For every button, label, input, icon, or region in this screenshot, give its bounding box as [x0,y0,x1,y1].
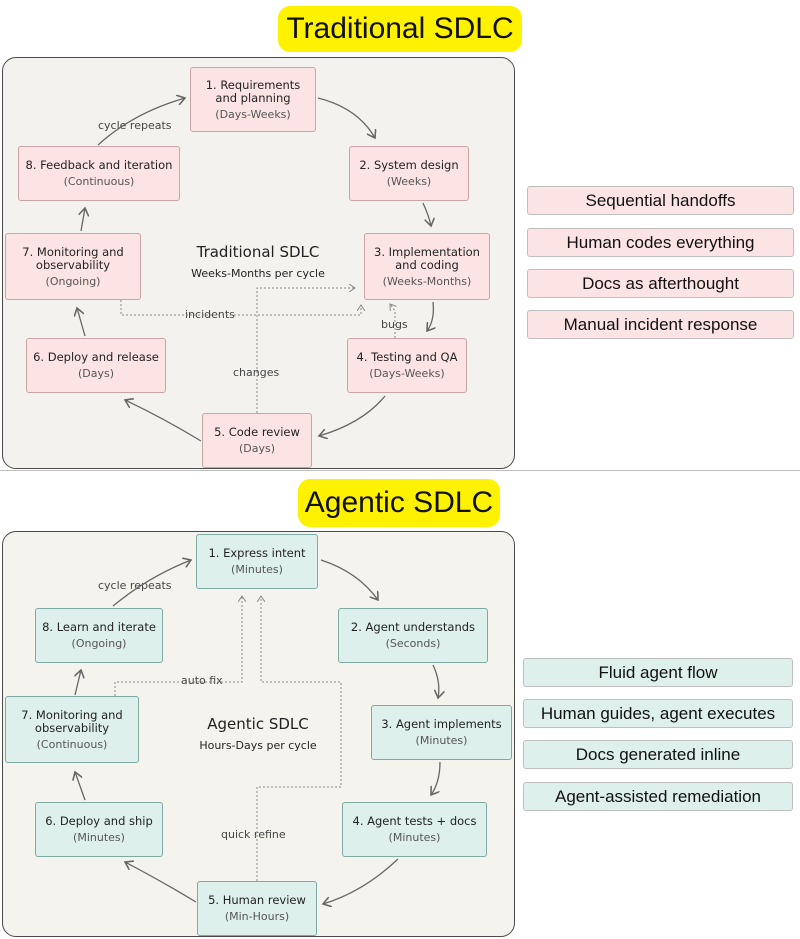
node-duration: (Minutes) [415,734,468,747]
agentic-diagram-panel: 1. Express intent (Minutes) 2. Agent und… [2,531,515,937]
node-title: 6. Deploy and ship [45,814,153,828]
trad-node-testing: 4. Testing and QA (Days-Weeks) [347,338,467,393]
traditional-diagram-panel: 1. Requirements and planning (Days-Weeks… [2,57,515,469]
trad-node-feedback: 8. Feedback and iteration (Continuous) [18,146,180,201]
node-duration: (Days-Weeks) [369,367,445,380]
label-cycle-repeats: cycle repeats [98,579,172,592]
arrow-3-4 [431,761,441,795]
node-duration: (Continuous) [36,737,108,751]
arrow-2-3 [422,202,431,226]
node-title: 4. Agent tests + docs [352,814,477,828]
agentic-node-intent: 1. Express intent (Minutes) [196,534,318,589]
trad-node-deploy: 6. Deploy and release (Days) [26,338,166,393]
agentic-node-tests-docs: 4. Agent tests + docs (Minutes) [342,802,487,857]
node-duration: (Days-Weeks) [215,107,291,121]
node-duration: (Ongoing) [45,274,101,288]
section-divider [0,470,800,471]
agentic-node-deploy: 6. Deploy and ship (Minutes) [35,802,163,857]
agentic-node-understands: 2. Agent understands (Seconds) [338,608,488,663]
node-duration: (Minutes) [231,563,283,576]
node-title: 2. Agent understands [350,620,476,634]
dotted-quick-refine [256,596,342,881]
label-quick-refine: quick refine [221,828,286,841]
center-subtitle: Weeks-Months per cycle [191,267,325,280]
label-cycle-repeats: cycle repeats [98,119,172,132]
node-duration: (Seconds) [385,637,441,650]
arrow-3-4 [427,301,433,331]
agentic-trait-docs: Docs generated inline [523,740,793,769]
node-title: 5. Code review [214,425,300,439]
trad-node-system-design: 2. System design (Weeks) [349,146,469,201]
node-title: 1. Requirements and planning [205,77,301,105]
node-title: 4. Testing and QA [356,350,458,364]
trad-trait-docs: Docs as afterthought [527,269,794,298]
agentic-trait-fluid: Fluid agent flow [523,658,793,687]
dotted-incidents [120,300,361,316]
trad-node-monitoring: 7. Monitoring and observability (Ongoing… [5,233,141,300]
node-title: 5. Human review [208,893,306,907]
node-title: 3. Implementation and coding [374,244,480,272]
label-auto-fix: auto fix [181,674,223,687]
node-duration: (Weeks-Months) [382,274,472,288]
trad-trait-incident: Manual incident response [527,310,794,339]
agentic-center-caption: Agentic SDLC Hours-Days per cycle [168,715,348,752]
node-duration: (Days) [77,367,115,380]
arrow-1-2 [317,97,375,138]
node-duration: (Weeks) [386,175,432,188]
node-duration: (Ongoing) [71,637,127,650]
dotted-changes [256,288,355,413]
label-changes: changes [233,366,280,379]
trad-node-code-review: 5. Code review (Days) [202,413,312,468]
agentic-banner: Agentic SDLC [298,479,500,527]
arrow-4-5 [323,858,399,904]
node-title: 2. System design [359,158,459,172]
node-duration: (Min-Hours) [224,910,290,923]
trad-node-implementation: 3. Implementation and coding (Weeks-Mont… [364,233,490,300]
agentic-node-monitoring: 7. Monitoring and observability (Continu… [5,696,139,763]
arrow-5-6 [125,862,197,903]
arrow-4-5 [319,395,386,436]
center-title: Agentic SDLC [207,715,309,733]
dotted-bugs [390,304,395,338]
trad-arrows [3,58,516,442]
agentic-node-implements: 3. Agent implements (Minutes) [371,705,512,760]
node-duration: (Minutes) [388,831,441,844]
arrow-1-2 [320,559,378,600]
arrow-5-6 [125,400,202,442]
dotted-auto-fix [114,596,242,696]
agentic-trait-human-guides: Human guides, agent executes [523,699,793,728]
label-bugs: bugs [381,318,408,331]
trad-trait-human-codes: Human codes everything [527,228,794,257]
node-duration: (Days) [238,442,276,455]
node-title: 8. Learn and iterate [42,620,156,634]
node-duration: (Continuous) [63,175,135,188]
node-title: 7. Monitoring and observability [22,244,124,272]
center-subtitle: Hours-Days per cycle [199,739,317,752]
label-incidents: incidents [185,308,235,321]
trad-center-caption: Traditional SDLC Weeks-Months per cycle [168,243,348,280]
arrow-6-7 [77,308,86,337]
node-title: 8. Feedback and iteration [25,158,173,172]
node-title: 6. Deploy and release [33,350,159,364]
node-title: 7. Monitoring and observability [21,707,123,735]
arrow-8-1 [112,560,191,607]
traditional-banner: Traditional SDLC [278,6,522,52]
center-title: Traditional SDLC [196,243,320,261]
arrow-7-8 [81,208,85,232]
node-title: 1. Express intent [208,546,306,560]
agentic-arrows [3,532,516,938]
agentic-node-learn: 8. Learn and iterate (Ongoing) [35,608,163,663]
agentic-node-human-review: 5. Human review (Min-Hours) [197,881,317,936]
arrow-8-1 [97,98,185,146]
node-title: 3. Agent implements [381,717,502,731]
agentic-trait-remediation: Agent-assisted remediation [523,782,793,811]
arrow-6-7 [75,772,86,801]
trad-node-requirements: 1. Requirements and planning (Days-Weeks… [190,67,316,132]
arrow-7-8 [75,670,81,696]
trad-trait-sequential: Sequential handoffs [527,186,794,215]
node-duration: (Minutes) [73,831,125,844]
arrow-2-3 [432,664,439,698]
